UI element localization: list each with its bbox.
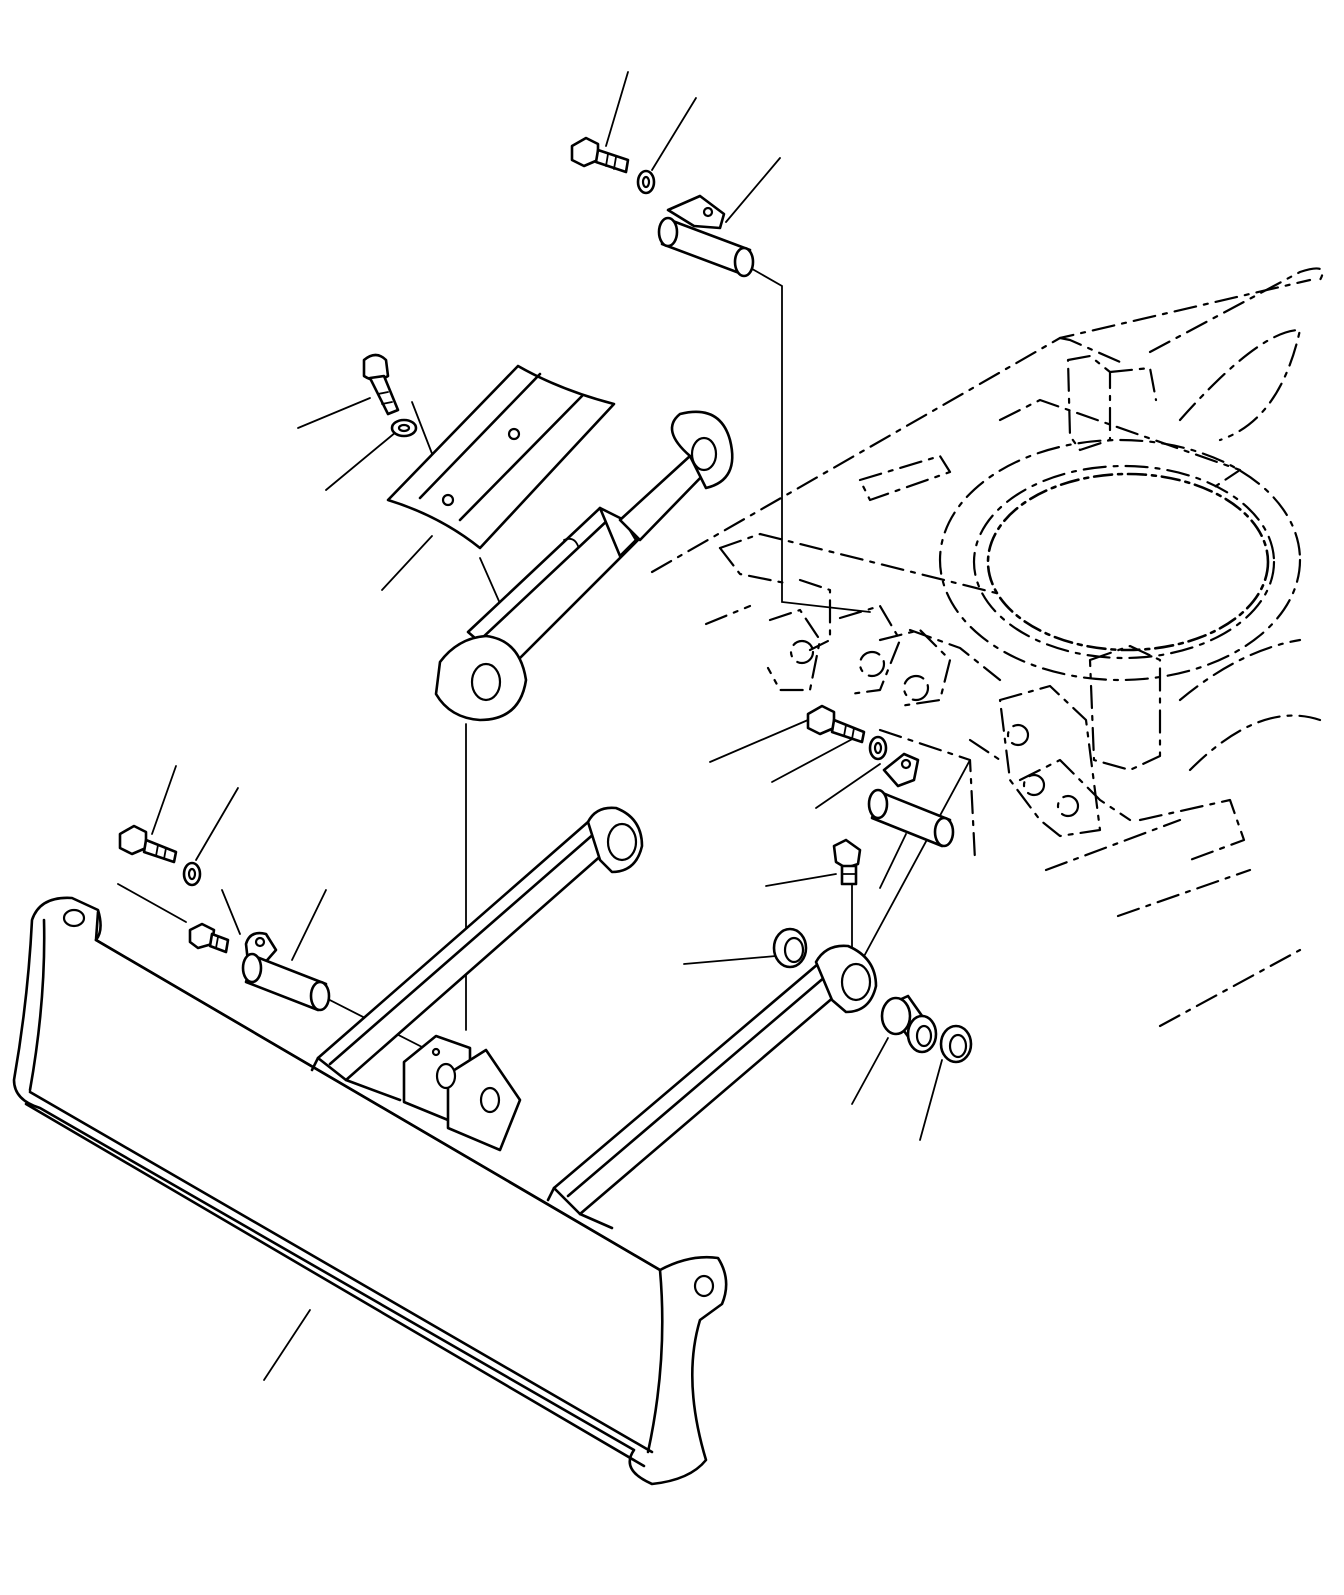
washer-cover: [390, 418, 418, 438]
bolt-right: [806, 704, 866, 744]
washer-top: [636, 169, 656, 195]
washer-right: [868, 735, 888, 761]
seal-right-outer: [772, 927, 808, 969]
blade-bracket: [402, 1034, 522, 1152]
grease-fitting-right: [832, 838, 862, 886]
pin-left: [241, 931, 331, 1012]
bushing-right: [880, 994, 938, 1054]
washer-left: [182, 861, 202, 887]
dozer-blade: [12, 896, 728, 1486]
blade-frame-arm-right: [552, 944, 878, 1216]
bolt-cover: [362, 353, 400, 416]
blade-cylinder: [434, 410, 734, 722]
seal-right-inner: [939, 1024, 973, 1064]
bolt-top: [570, 136, 630, 174]
pin-top: [657, 194, 755, 278]
track-frame-phantom: [650, 267, 1324, 1028]
cylinder-cover: [386, 364, 616, 550]
blade-frame-arm-left: [316, 806, 644, 1082]
grease-fitting-left: [188, 922, 230, 954]
pin-right: [867, 752, 955, 848]
bolt-left: [118, 824, 178, 864]
leader-lines: [117, 71, 943, 1381]
alignment-lines: [221, 261, 971, 1049]
